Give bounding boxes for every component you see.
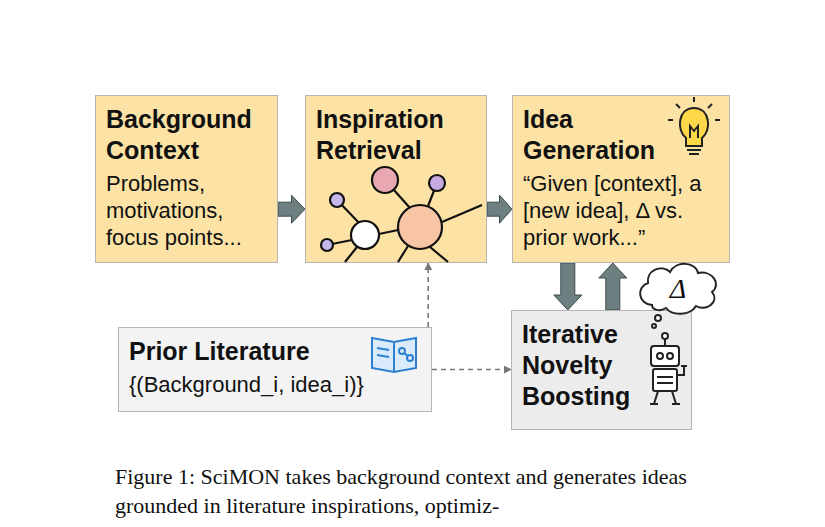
block-arrow [278,195,305,223]
box-heading: Idea Generation [523,104,719,166]
figure-caption: Figure 1: SciMON takes background contex… [115,462,725,520]
box-heading: Background Context [106,104,267,166]
box-heading: Prior Literature [129,336,421,367]
box-body: Problems, motivations, focus points... [106,170,267,251]
graph-icon [321,167,482,262]
process-box: Idea Generation“Given [context], a [new … [512,95,730,263]
process-box: Iterative Novelty Boosting [511,310,692,430]
thought-cloud [640,264,716,328]
block-arrow [599,263,627,310]
delta-symbol: Δ [670,273,686,305]
box-heading: Iterative Novelty Boosting [522,319,647,412]
source-box: Prior Literature {(Background_i, idea_i)} [118,327,432,412]
block-arrow [487,195,512,223]
process-box: Inspiration Retrieval [305,95,487,263]
dashed-arrow [432,369,511,371]
box-body: {(Background_i, idea_i)} [129,371,421,398]
box-heading: Inspiration Retrieval [316,104,476,166]
box-body: “Given [context], a [new idea], Δ vs. pr… [523,170,719,251]
dashed-arrow [427,263,429,327]
robot-icon [650,333,687,404]
lightbulb-icon [668,97,720,154]
process-box: Background ContextProblems, motivations,… [95,95,278,263]
book-icon [372,338,416,372]
block-arrow [554,263,582,310]
